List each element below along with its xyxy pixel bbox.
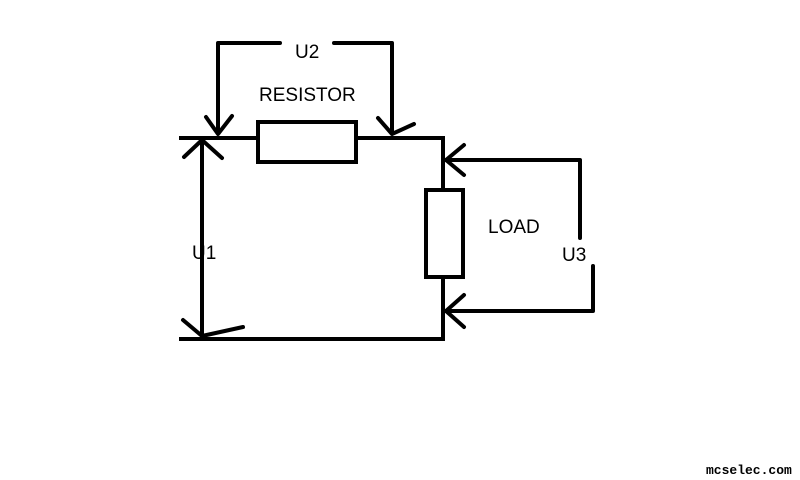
resistor-label: RESISTOR (259, 85, 356, 106)
u3-arrow-lower-leg (444, 264, 595, 313)
u1-arrow-head-top (182, 138, 224, 160)
u2-label: U2 (295, 42, 319, 63)
load-symbol (424, 188, 465, 279)
u3-voltage-arrow (444, 143, 595, 329)
u2-arrow-head-right (376, 116, 416, 136)
u2-voltage-arrow (204, 41, 416, 136)
u3-arrow-head-bottom (444, 293, 466, 329)
load-label: LOAD (488, 217, 540, 238)
circuit-wires (179, 136, 445, 341)
watermark-text: mcselec.com (706, 463, 792, 478)
resistor-symbol (256, 120, 358, 164)
u3-arrow-upper-leg (444, 158, 582, 240)
u1-voltage-arrow (181, 138, 245, 338)
u2-arrow-left-leg (216, 41, 282, 135)
u1-label: U1 (192, 243, 216, 264)
u1-arrow-head-bottom (181, 318, 245, 338)
u2-arrow-head-left (204, 114, 234, 136)
u2-arrow-right-leg (332, 41, 394, 135)
u3-label: U3 (562, 245, 586, 266)
u3-arrow-head-top (444, 143, 466, 177)
